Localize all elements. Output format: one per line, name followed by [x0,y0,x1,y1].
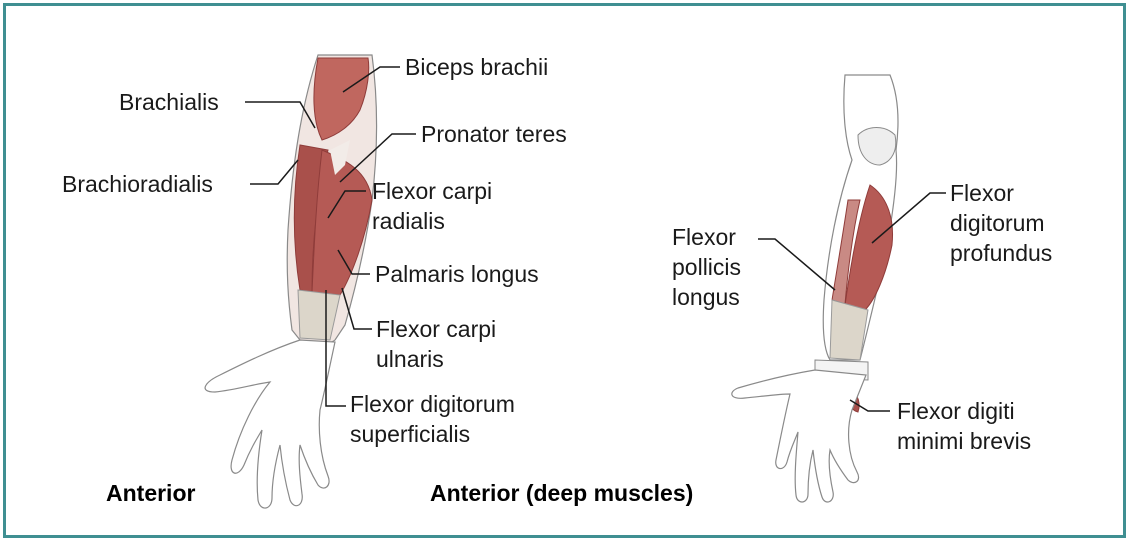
label-flexor-carpi-ulnaris: Flexor carpi ulnaris [376,314,496,374]
label-biceps-brachii: Biceps brachii [405,52,548,82]
label-brachioradialis: Brachioradialis [62,169,213,199]
label-flexor-digitorum-superficialis-line1: Flexor digitorum [350,389,515,419]
label-flexor-carpi-radialis-line1: Flexor carpi [372,176,492,206]
label-flexor-pollicis-longus-line3: longus [672,282,741,312]
right-arm-illustration [732,75,898,502]
label-flexor-carpi-ulnaris-line1: Flexor carpi [376,314,496,344]
caption-anterior: Anterior [106,480,195,507]
label-flexor-digitorum-profundus-line3: profundus [950,238,1052,268]
label-flexor-pollicis-longus-line2: pollicis [672,252,741,282]
label-flexor-digiti-minimi-brevis-line1: Flexor digiti [897,396,1031,426]
caption-anterior-deep: Anterior (deep muscles) [430,480,693,507]
label-flexor-carpi-radialis-line2: radialis [372,206,492,236]
label-flexor-digitorum-profundus-line1: Flexor [950,178,1052,208]
leader-flexor-pollicis-longus [758,239,835,290]
label-flexor-digitorum-superficialis: Flexor digitorum superficialis [350,389,515,449]
leader-brachioradialis [250,160,298,184]
right-hand-outline [732,370,866,502]
label-palmaris-longus: Palmaris longus [375,259,539,289]
label-flexor-carpi-ulnaris-line2: ulnaris [376,344,496,374]
label-brachialis: Brachialis [119,87,219,117]
label-flexor-digitorum-profundus-line2: digitorum [950,208,1052,238]
left-hand-outline [205,340,335,508]
label-flexor-digiti-minimi-brevis: Flexor digiti minimi brevis [897,396,1031,456]
label-flexor-pollicis-longus-line1: Flexor [672,222,741,252]
label-flexor-digitorum-superficialis-line2: superficialis [350,419,515,449]
label-flexor-digiti-minimi-brevis-line2: minimi brevis [897,426,1031,456]
label-flexor-pollicis-longus: Flexor pollicis longus [672,222,741,312]
label-flexor-digitorum-profundus: Flexor digitorum profundus [950,178,1052,268]
label-flexor-carpi-radialis: Flexor carpi radialis [372,176,492,236]
label-pronator-teres: Pronator teres [421,119,567,149]
